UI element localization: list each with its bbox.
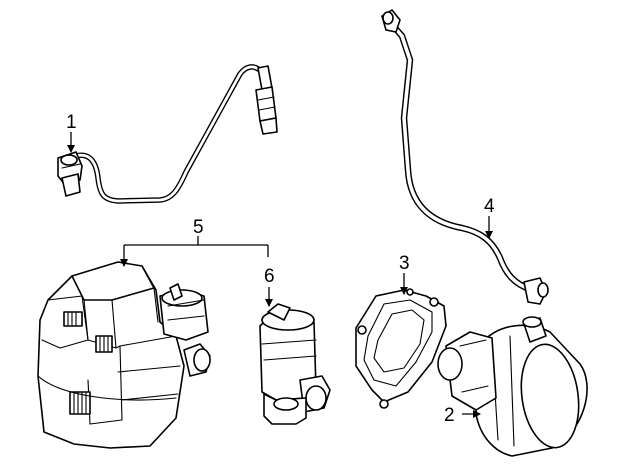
- callout-4: 4: [484, 196, 495, 217]
- callout-2: 2: [444, 405, 455, 426]
- callout-5: 5: [193, 217, 204, 238]
- sensor-cable-part: [57, 64, 278, 204]
- callout-1: 1: [66, 112, 77, 133]
- leader-5-bracket: [124, 236, 268, 246]
- callout-labels: 1 2 3 4 5 6: [66, 112, 495, 426]
- air-pump-part: [437, 316, 588, 457]
- callout-6: 6: [264, 266, 275, 287]
- callout-3: 3: [399, 253, 410, 274]
- leader-lines: [67, 132, 493, 418]
- gasket-part: [355, 288, 447, 409]
- small-valve-part: [259, 303, 331, 425]
- air-pipe-part: [381, 9, 549, 305]
- valve-assembly-part: [37, 261, 211, 449]
